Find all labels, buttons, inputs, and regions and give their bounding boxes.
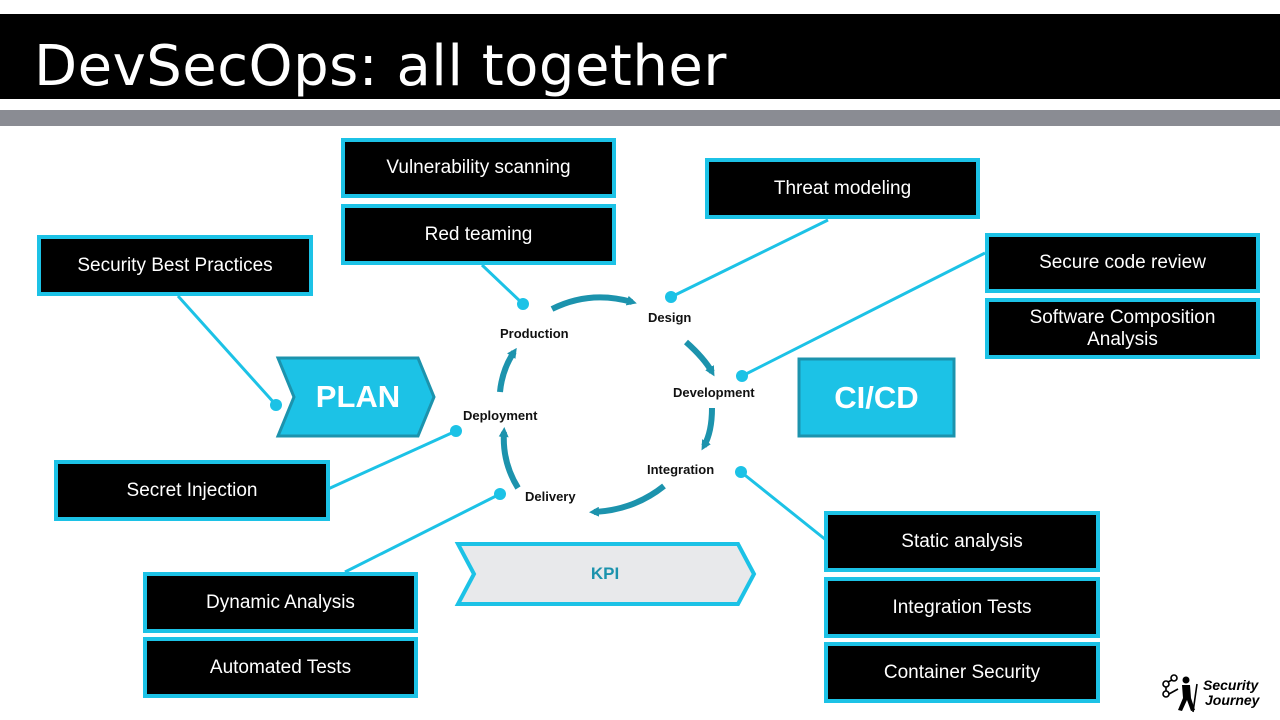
kpi-chevron [454,542,757,606]
brand-line-2: Journey [1205,692,1260,708]
connector-dot [517,298,529,310]
box-automated-tests: Automated Tests [143,637,418,698]
brand-line-1: Security [1203,677,1259,693]
connector-static-analysis [740,470,827,542]
cycle-arrow-deployment-production [497,347,517,393]
connector-dot [665,291,677,303]
plan-chevron [275,356,436,438]
connector-dot [736,370,748,382]
connector-dot [735,466,747,478]
cycle-arrow-design-development [684,339,715,377]
connector-red-teaming [480,263,525,306]
stage-production: Production [500,326,569,341]
box-red-teaming: Red teaming [341,204,616,265]
box-threat-modeling: Threat modeling [705,158,980,219]
box-static-analysis: Static analysis [824,511,1100,572]
stage-design: Design [648,310,692,325]
stage-delivery: Delivery [525,489,576,504]
box-container-security: Container Security [824,642,1100,703]
connector-dot [494,488,506,500]
cycle-arrow-production-design [550,294,637,312]
box-secure-code-review: Secure code review [985,233,1260,293]
cicd-label: CI/CD [834,379,919,415]
connector-best-practices [176,294,278,407]
box-secret-injection: Secret Injection [54,460,330,521]
connector-dynamic-analysis [344,492,501,574]
kpi-label: KPI [590,564,620,583]
brand-text: Security Journey [1203,678,1259,708]
box-vulnerability-scanning: Vulnerability scanning [341,138,616,198]
box-security-best-practices: Security Best Practices [37,235,313,296]
stage-deployment: Deployment [463,408,538,423]
connector-dot [450,425,462,437]
title-bar: DevSecOps: all together [0,14,1280,99]
connector-threat-modeling [670,218,829,299]
cycle-arrow-delivery-deployment [498,427,521,490]
cycle-arrow-development-integration [701,407,715,451]
stage-development: Development [673,385,755,400]
box-integration-tests: Integration Tests [824,577,1100,638]
box-software-composition-analysis: Software Composition Analysis [985,298,1260,359]
cycle-arrow-integration-delivery [589,483,666,517]
connector-dot [270,399,282,411]
box-dynamic-analysis: Dynamic Analysis [143,572,418,633]
connector-secret-injection [327,429,457,491]
connector-secure-code [741,251,986,378]
cicd-box [797,357,956,438]
slide-title: DevSecOps: all together [34,34,727,99]
security-journey-logo [1162,674,1198,713]
stage-integration: Integration [647,462,715,477]
divider-bar [0,110,1280,126]
plan-label: PLAN [315,379,401,414]
